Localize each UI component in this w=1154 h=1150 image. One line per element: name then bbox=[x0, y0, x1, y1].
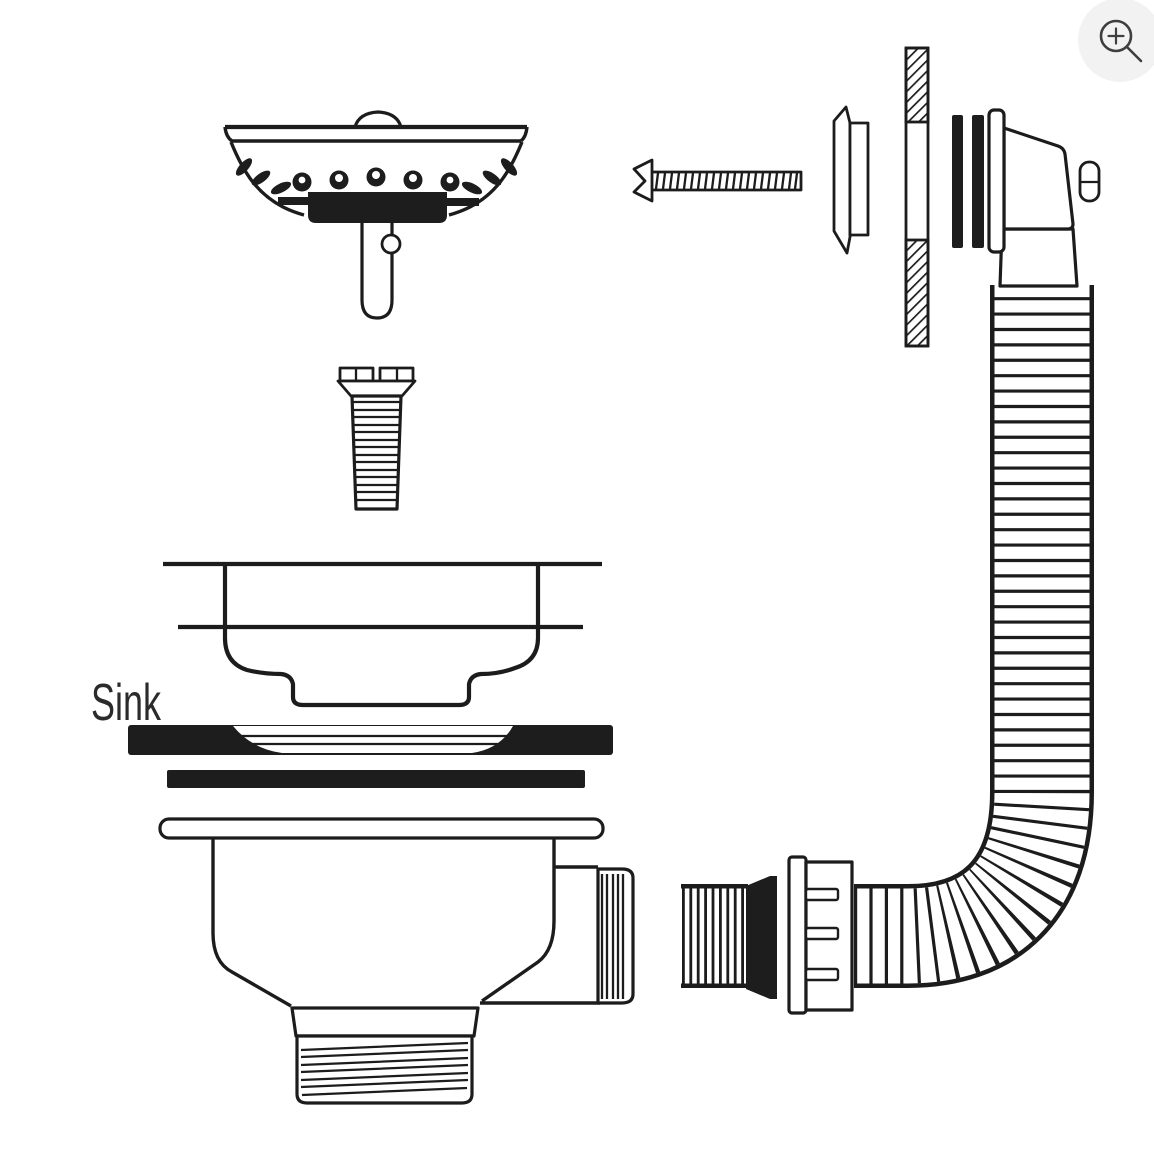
strainer-waste-body bbox=[158, 817, 635, 1105]
overflow-gasket-1 bbox=[952, 115, 963, 248]
elbow-flange bbox=[987, 108, 1006, 254]
nut-tab bbox=[804, 926, 840, 941]
body-right-wall bbox=[481, 838, 556, 1003]
overflow-nipple bbox=[1078, 160, 1101, 203]
body-left-wall bbox=[211, 838, 292, 1008]
basket-strainer-plug bbox=[223, 110, 529, 320]
hatch-bottom bbox=[904, 238, 930, 348]
sink-cross-section bbox=[163, 561, 602, 708]
body-flange bbox=[158, 817, 605, 840]
hose-connector-nut bbox=[746, 855, 854, 1015]
elbow-lower-body bbox=[998, 227, 1079, 288]
flexible-overflow-hose bbox=[681, 285, 1094, 988]
bolt-threads bbox=[353, 400, 400, 502]
rubber-gasket bbox=[167, 770, 585, 788]
outlet-threads bbox=[600, 874, 625, 999]
plug-stem-hole bbox=[380, 233, 402, 255]
nut-tab bbox=[804, 967, 840, 982]
screw-threads bbox=[654, 172, 799, 190]
tail-threads bbox=[300, 1041, 469, 1097]
overflow-bezel bbox=[832, 105, 870, 255]
cone-washer bbox=[746, 876, 777, 999]
overflow-screw bbox=[632, 158, 803, 203]
screw-shaft bbox=[652, 170, 803, 192]
fixing-bolt bbox=[336, 366, 417, 511]
wall-cross-section bbox=[904, 46, 930, 348]
plug-knob bbox=[353, 110, 403, 129]
nut-flange bbox=[787, 855, 808, 1015]
flange-washer bbox=[128, 725, 613, 755]
overflow-gaskets bbox=[952, 115, 984, 248]
overflow-gasket-2 bbox=[972, 115, 984, 248]
screw-head bbox=[632, 158, 654, 203]
elbow-upper-body bbox=[1002, 126, 1075, 231]
plug-stem bbox=[360, 214, 394, 320]
nut-tab bbox=[804, 887, 840, 902]
hatch-top bbox=[904, 46, 930, 124]
bolt-head bbox=[336, 379, 417, 398]
sink-label: Sink bbox=[91, 674, 162, 732]
magnifier-plus-icon bbox=[1099, 19, 1143, 63]
body-neck-nut bbox=[290, 1006, 480, 1038]
zoom-button[interactable] bbox=[1078, 0, 1154, 82]
sink-bowl-outline bbox=[222, 564, 541, 708]
overflow-elbow bbox=[987, 108, 1101, 288]
plug-pin-right bbox=[446, 198, 479, 206]
outlet-thread-collar bbox=[596, 867, 635, 1005]
plug-pin-left bbox=[278, 197, 309, 205]
plug-seal-crown bbox=[235, 158, 518, 223]
